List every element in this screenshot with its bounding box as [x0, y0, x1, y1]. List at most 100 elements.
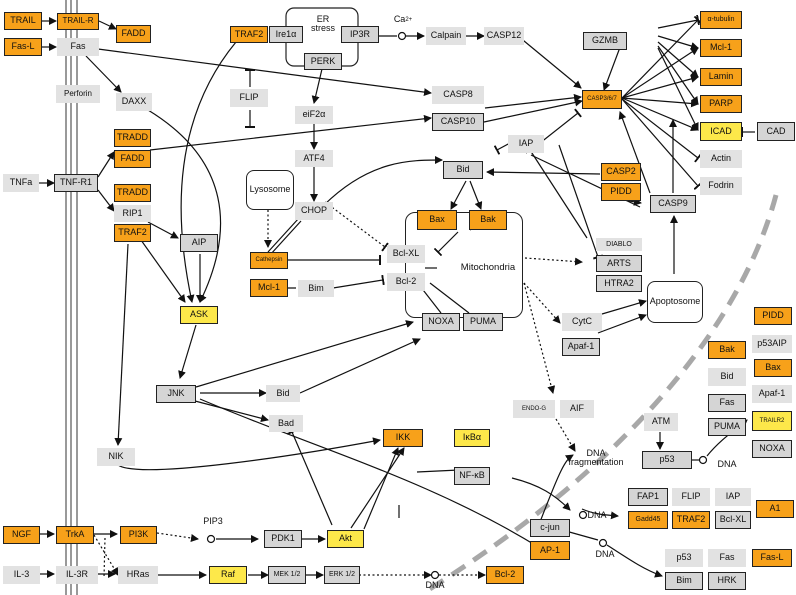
gadd45-node[interactable]: Gadd45	[628, 511, 668, 529]
flip-mid-node[interactable]: FLIP	[230, 89, 268, 107]
actin-node[interactable]: Actin	[700, 150, 742, 168]
ikba-node[interactable]: IκBα	[454, 429, 490, 447]
bclxl-right-node[interactable]: Bcl-XL	[715, 511, 751, 529]
aif-node[interactable]: AIF	[560, 400, 594, 418]
fas-bottom-node[interactable]: Fas	[708, 549, 746, 567]
tnfa-node[interactable]: TNFa	[3, 174, 39, 192]
bid-mid-node[interactable]: Bid	[443, 161, 483, 179]
il3-node[interactable]: IL-3	[3, 566, 40, 584]
pidd-right-node[interactable]: PIDD	[754, 307, 792, 325]
flip-right-node[interactable]: FLIP	[672, 488, 710, 506]
erk-node[interactable]: ERK 1/2	[324, 566, 360, 584]
a1-node[interactable]: A1	[756, 500, 794, 518]
raf-node[interactable]: Raf	[209, 566, 247, 584]
p53-mid-node[interactable]: p53	[642, 451, 692, 469]
daxx-node[interactable]: DAXX	[116, 93, 152, 111]
perforin-node[interactable]: Perforin	[56, 85, 100, 103]
cytc-node[interactable]: CytC	[562, 313, 602, 331]
hras-node[interactable]: HRas	[118, 566, 158, 584]
icad-node[interactable]: ICAD	[700, 122, 742, 141]
perk-node[interactable]: PERK	[304, 53, 342, 70]
pi3k-node[interactable]: PI3K	[120, 526, 157, 544]
atf4-node[interactable]: ATF4	[295, 150, 333, 167]
tnf-r1-node[interactable]: TNF-R1	[54, 174, 98, 192]
noxa-mito-node[interactable]: NOXA	[422, 313, 460, 331]
endog-node[interactable]: ENDO-G	[513, 400, 555, 418]
parp-node[interactable]: PARP	[700, 95, 742, 113]
traf2-top-node[interactable]: TRAF2	[230, 26, 268, 43]
calpain-node[interactable]: Calpain	[426, 27, 466, 45]
p53-bottom-node[interactable]: p53	[665, 549, 703, 567]
ask-node[interactable]: ASK	[180, 306, 218, 324]
ngf-node[interactable]: NGF	[3, 526, 40, 544]
trailr2-node[interactable]: TRAILR2	[752, 411, 792, 431]
ikk-node[interactable]: IKK	[383, 429, 423, 447]
casp12-node[interactable]: CASP12	[484, 27, 524, 45]
pidd-mid-node[interactable]: PIDD	[601, 183, 641, 201]
tradd-node-2[interactable]: TRADD	[114, 184, 151, 202]
iap-right-node[interactable]: IAP	[715, 488, 751, 506]
apaf1-right-node[interactable]: Apaf-1	[752, 385, 792, 403]
atm-node[interactable]: ATM	[644, 413, 678, 431]
fas-l-node[interactable]: Fas-L	[4, 38, 42, 56]
aip-node[interactable]: AIP	[180, 234, 218, 252]
lamin-node[interactable]: Lamin	[700, 68, 742, 86]
htra2-node[interactable]: HTRA2	[596, 275, 642, 292]
fadd-top-node[interactable]: FADD	[116, 25, 151, 43]
chop-node[interactable]: CHOP	[295, 202, 333, 220]
iap-mid-node[interactable]: IAP	[508, 135, 544, 153]
trka-node[interactable]: TrkA	[56, 526, 94, 544]
bax-right-node[interactable]: Bax	[754, 359, 792, 377]
bim-left-node[interactable]: Bim	[298, 280, 334, 297]
cad-node[interactable]: CAD	[757, 122, 795, 141]
fap1-node[interactable]: FAP1	[628, 488, 668, 506]
mcl1-left-node[interactable]: Mcl-1	[250, 279, 288, 297]
ip3r-node[interactable]: IP3R	[341, 26, 379, 43]
puma-mito-node[interactable]: PUMA	[463, 313, 503, 331]
apaf1-mid-node[interactable]: Apaf-1	[562, 338, 600, 356]
alpha-tubulin-node[interactable]: α-tubulin	[700, 11, 742, 29]
traf2-right-node[interactable]: TRAF2	[672, 511, 710, 529]
traf2-left-node[interactable]: TRAF2	[114, 224, 151, 242]
lysosome-node[interactable]: Lysosome	[246, 170, 294, 210]
diablo-node[interactable]: DIABLO	[596, 238, 642, 251]
casp10-node[interactable]: CASP10	[432, 113, 484, 131]
cathepsin-node[interactable]: Cathepsin	[250, 252, 288, 269]
arts-node[interactable]: ARTS	[596, 255, 642, 272]
nfkb-node[interactable]: NF-κB	[454, 467, 490, 485]
casp3-node[interactable]: CASP3/6/7	[582, 90, 622, 109]
puma-right-node[interactable]: PUMA	[708, 418, 746, 436]
mek-node[interactable]: MEK 1/2	[268, 566, 306, 584]
nik-node[interactable]: NIK	[97, 448, 135, 466]
rip1-node[interactable]: RIP1	[114, 205, 151, 222]
il3r-node[interactable]: IL-3R	[56, 566, 98, 584]
bak-right-node[interactable]: Bak	[708, 341, 746, 359]
casp2-node[interactable]: CASP2	[601, 163, 641, 181]
bcl2-mito-node[interactable]: Bcl-2	[387, 273, 425, 291]
tradd-node-1[interactable]: TRADD	[114, 129, 151, 147]
p53aip-node[interactable]: p53AIP	[752, 335, 792, 353]
hrk-node[interactable]: HRK	[708, 572, 746, 590]
fodrin-node[interactable]: Fodrin	[700, 177, 742, 195]
bak-mito-node[interactable]: Bak	[469, 210, 507, 230]
bclxl-mito-node[interactable]: Bcl-XL	[387, 245, 425, 263]
bid-lower-node[interactable]: Bid	[266, 385, 300, 402]
noxa-right-node[interactable]: NOXA	[752, 440, 792, 458]
bid-right-node[interactable]: Bid	[708, 368, 746, 386]
trail-node[interactable]: TRAIL	[4, 12, 42, 30]
fas-l-right-node[interactable]: Fas-L	[752, 549, 792, 567]
bim-right-node[interactable]: Bim	[665, 572, 703, 590]
ire1-node[interactable]: Ire1α	[269, 26, 303, 43]
pdk1-node[interactable]: PDK1	[264, 530, 302, 548]
fas-node[interactable]: Fas	[57, 38, 99, 56]
akt-node[interactable]: Akt	[327, 530, 364, 548]
cjun-node[interactable]: c-jun	[530, 519, 570, 537]
jnk-node[interactable]: JNK	[156, 385, 196, 403]
bcl2-bottom-node[interactable]: Bcl-2	[486, 566, 524, 584]
bax-mito-node[interactable]: Bax	[417, 210, 457, 230]
fas-right-node[interactable]: Fas	[708, 394, 746, 412]
gzmb-node[interactable]: GZMB	[583, 32, 627, 50]
casp9-node[interactable]: CASP9	[650, 195, 696, 213]
mcl1-right-node[interactable]: Mcl-1	[700, 39, 742, 57]
casp8-node[interactable]: CASP8	[432, 86, 484, 104]
